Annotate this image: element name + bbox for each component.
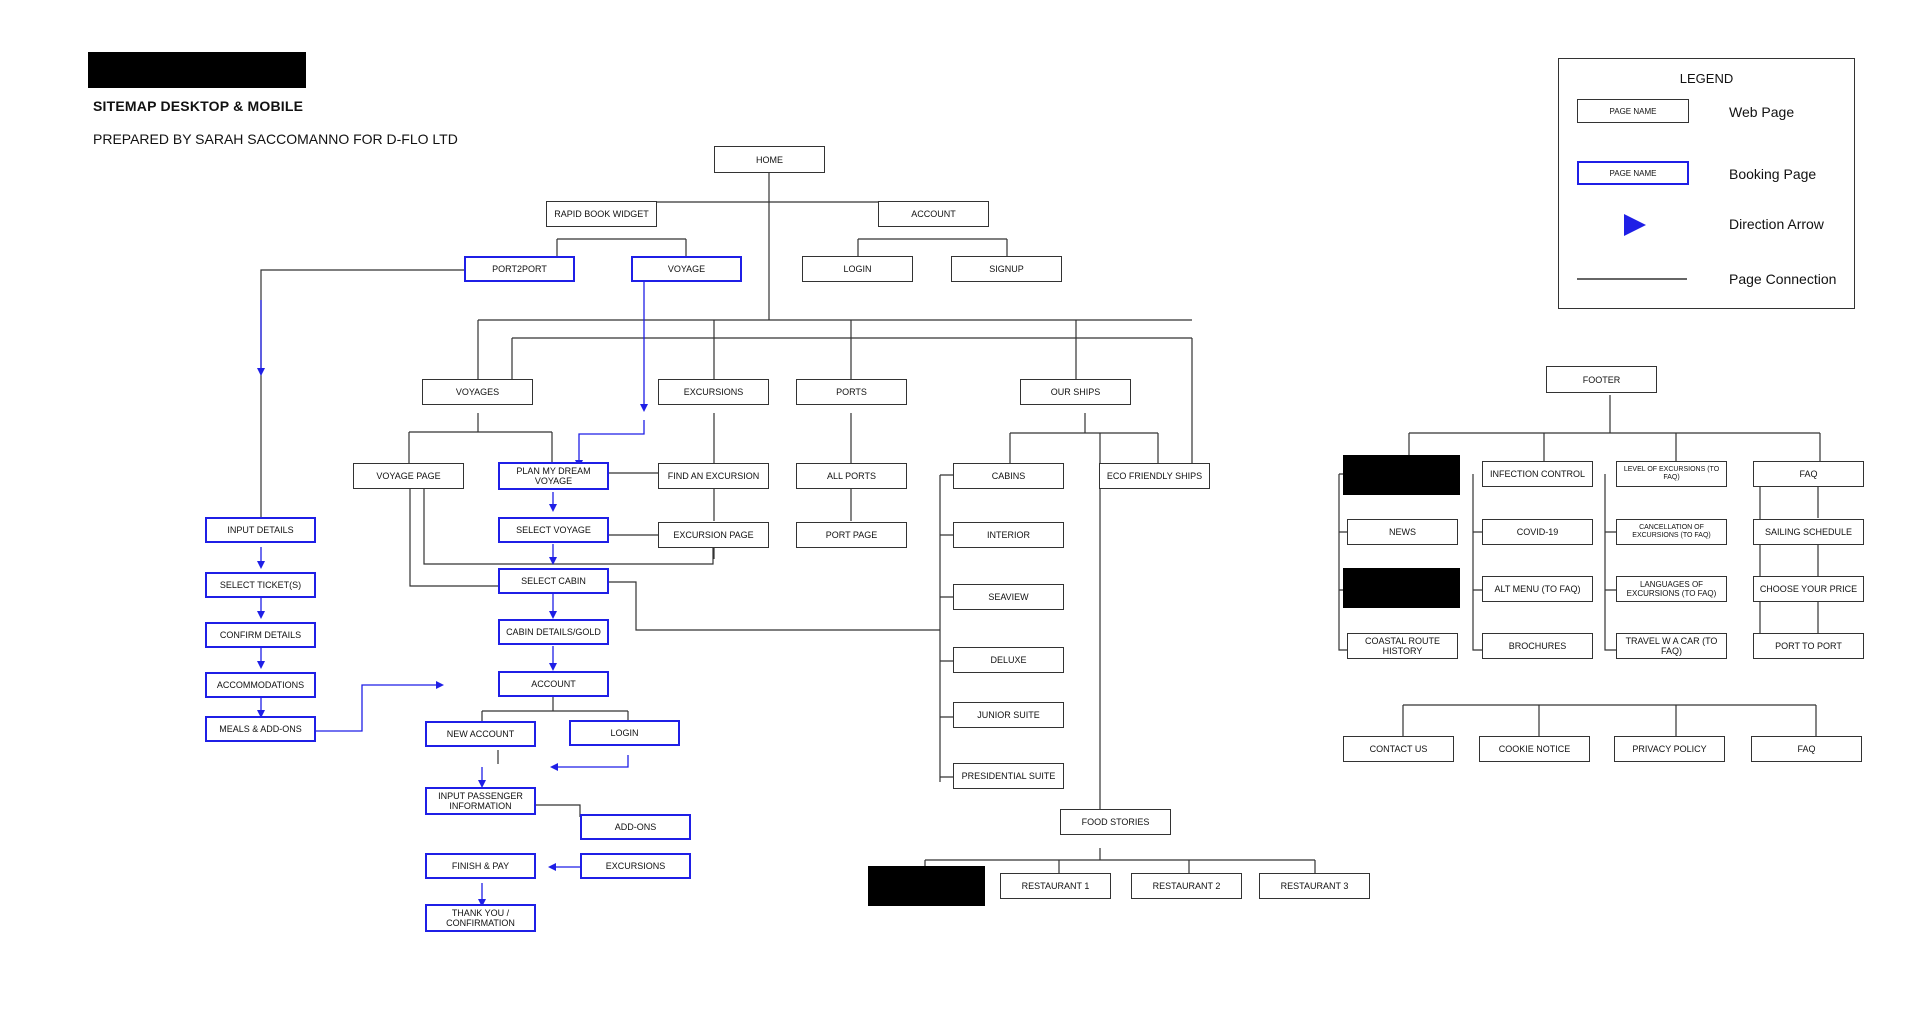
node-rapid-book-widget: RAPID BOOK WIDGET bbox=[546, 201, 657, 227]
node-select-voyage: SELECT VOYAGE bbox=[498, 517, 609, 543]
node-sailing-schedule: SAILING SCHEDULE bbox=[1753, 519, 1864, 545]
node-ports: PORTS bbox=[796, 379, 907, 405]
node-confirm-details: CONFIRM DETAILS bbox=[205, 622, 316, 648]
node-voyages: VOYAGES bbox=[422, 379, 533, 405]
node-plan-my-dream-voyage: PLAN MY DREAM VOYAGE bbox=[498, 462, 609, 490]
node-voyage: VOYAGE bbox=[631, 256, 742, 282]
node-input-details: INPUT DETAILS bbox=[205, 517, 316, 543]
node-cookie-notice: COOKIE NOTICE bbox=[1479, 736, 1590, 762]
redacted-node-restaurants bbox=[868, 866, 985, 906]
legend-booking-page-sample: PAGE NAME bbox=[1577, 161, 1689, 185]
legend: LEGEND PAGE NAME Web Page PAGE NAME Book… bbox=[1558, 58, 1855, 309]
node-finish-and-pay: FINISH & PAY bbox=[425, 853, 536, 879]
page-title: SITEMAP DESKTOP & MOBILE bbox=[93, 98, 304, 114]
node-account-top: ACCOUNT bbox=[878, 201, 989, 227]
node-travel-w-a-car: TRAVEL W A CAR (TO FAQ) bbox=[1616, 633, 1727, 659]
node-eco-friendly-ships: ECO FRIENDLY SHIPS bbox=[1099, 463, 1210, 489]
node-news: NEWS bbox=[1347, 519, 1458, 545]
node-covid-19: COVID-19 bbox=[1482, 519, 1593, 545]
legend-arrow-label: Direction Arrow bbox=[1729, 216, 1824, 232]
node-seaview: SEAVIEW bbox=[953, 584, 1064, 610]
node-port2port: PORT2PORT bbox=[464, 256, 575, 282]
legend-booking-page-label: Booking Page bbox=[1729, 166, 1817, 182]
redacted-node-footer-1 bbox=[1343, 455, 1460, 495]
page-subtitle: PREPARED BY SARAH SACCOMANNO FOR D-FLO L… bbox=[93, 131, 458, 147]
node-alt-menu: ALT MENU (TO FAQ) bbox=[1482, 576, 1593, 602]
node-find-an-excursion: FIND AN EXCURSION bbox=[658, 463, 769, 489]
node-privacy-policy: PRIVACY POLICY bbox=[1614, 736, 1725, 762]
node-our-ships: OUR SHIPS bbox=[1020, 379, 1131, 405]
page-connection-icon bbox=[1577, 278, 1687, 280]
node-junior-suite: JUNIOR SUITE bbox=[953, 702, 1064, 728]
node-level-of-excursions: LEVEL OF EXCURSIONS (TO FAQ) bbox=[1616, 461, 1727, 487]
node-excursion-page: EXCURSION PAGE bbox=[658, 522, 769, 548]
node-all-ports: ALL PORTS bbox=[796, 463, 907, 489]
node-cancellation-of-excursions: CANCELLATION OF EXCURSIONS (TO FAQ) bbox=[1616, 519, 1727, 545]
node-food-stories: FOOD STORIES bbox=[1060, 809, 1171, 835]
redacted-node-footer-2 bbox=[1343, 568, 1460, 608]
node-brochures: BROCHURES bbox=[1482, 633, 1593, 659]
node-languages-of-excursions: LANGUAGES OF EXCURSIONS (TO FAQ) bbox=[1616, 576, 1727, 602]
node-restaurant-3: RESTAURANT 3 bbox=[1259, 873, 1370, 899]
node-new-account: NEW ACCOUNT bbox=[425, 721, 536, 747]
node-input-passenger-information: INPUT PASSENGER INFORMATION bbox=[425, 787, 536, 815]
node-home: HOME bbox=[714, 146, 825, 173]
legend-web-page-label: Web Page bbox=[1729, 104, 1795, 120]
node-account-booking: ACCOUNT bbox=[498, 671, 609, 697]
node-port-to-port: PORT TO PORT bbox=[1753, 633, 1864, 659]
page-connection-lines bbox=[260, 172, 1821, 873]
legend-connection-label: Page Connection bbox=[1729, 271, 1837, 287]
direction-arrows bbox=[257, 282, 648, 907]
node-cabins: CABINS bbox=[953, 463, 1064, 489]
node-cabin-details-gold: CABIN DETAILS/GOLD bbox=[498, 619, 609, 645]
node-footer: FOOTER bbox=[1546, 366, 1657, 393]
node-presidential-suite: PRESIDENTIAL SUITE bbox=[953, 763, 1064, 789]
node-select-cabin: SELECT CABIN bbox=[498, 568, 609, 594]
node-signup: SIGNUP bbox=[951, 256, 1062, 282]
node-faq-bottom: FAQ bbox=[1751, 736, 1862, 762]
node-port-page: PORT PAGE bbox=[796, 522, 907, 548]
node-choose-your-price: CHOOSE YOUR PRICE bbox=[1753, 576, 1864, 602]
node-infection-control: INFECTION CONTROL bbox=[1482, 461, 1593, 487]
node-select-tickets: SELECT TICKET(S) bbox=[205, 572, 316, 598]
node-add-ons: ADD-ONS bbox=[580, 814, 691, 840]
node-restaurant-1: RESTAURANT 1 bbox=[1000, 873, 1111, 899]
node-restaurant-2: RESTAURANT 2 bbox=[1131, 873, 1242, 899]
direction-arrow-icon bbox=[1624, 214, 1646, 236]
node-excursions: EXCURSIONS bbox=[658, 379, 769, 405]
node-meals-and-add-ons: MEALS & ADD-ONS bbox=[205, 716, 316, 742]
legend-title: LEGEND bbox=[1679, 71, 1734, 86]
node-contact-us: CONTACT US bbox=[1343, 736, 1454, 762]
node-coastal-route-history: COASTAL ROUTE HISTORY bbox=[1347, 633, 1458, 659]
node-login-top: LOGIN bbox=[802, 256, 913, 282]
node-deluxe: DELUXE bbox=[953, 647, 1064, 673]
node-login-booking: LOGIN bbox=[569, 720, 680, 746]
node-faq-top: FAQ bbox=[1753, 461, 1864, 487]
node-interior: INTERIOR bbox=[953, 522, 1064, 548]
node-thank-you-confirmation: THANK YOU / CONFIRMATION bbox=[425, 904, 536, 932]
node-voyage-page: VOYAGE PAGE bbox=[353, 463, 464, 489]
legend-web-page-sample: PAGE NAME bbox=[1577, 99, 1689, 123]
node-excursions-booking: EXCURSIONS bbox=[580, 853, 691, 879]
node-accommodations: ACCOMMODATIONS bbox=[205, 672, 316, 698]
redacted-logo bbox=[88, 52, 306, 88]
